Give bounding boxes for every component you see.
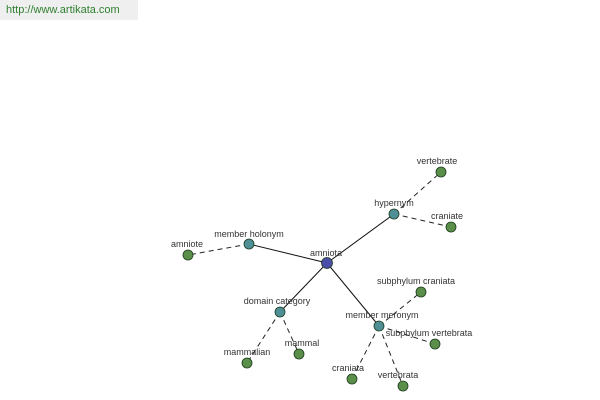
edge-amniota-to-member-holonym — [248, 243, 328, 264]
node-label-member-meronym[interactable]: member meronym — [345, 310, 418, 320]
site-url-text[interactable]: http://www.artikata.com — [6, 4, 120, 16]
edge-amniota-to-domain-category — [279, 262, 328, 313]
node-label-mammalian[interactable]: mammalian — [224, 347, 271, 357]
node-label-domain-category[interactable]: domain category — [244, 296, 311, 306]
node-subphylum-vertebrata[interactable] — [429, 338, 441, 350]
node-label-amniote[interactable]: amniote — [171, 239, 203, 249]
node-label-amniota[interactable]: amniota — [310, 248, 342, 258]
node-label-vertebrate[interactable]: vertebrate — [417, 156, 458, 166]
node-label-member-holonym[interactable]: member holonym — [214, 229, 284, 239]
node-hypernym[interactable] — [388, 208, 400, 220]
edge-domain-category-to-mammal — [279, 311, 300, 355]
node-label-vertebrata[interactable]: vertebrata — [378, 370, 419, 380]
node-mammalian[interactable] — [241, 357, 253, 369]
node-label-subphylum-vertebrata[interactable]: subphylum vertebrata — [386, 328, 473, 338]
node-member-meronym[interactable] — [373, 320, 385, 332]
edge-member-meronym-to-craniata — [351, 325, 380, 380]
node-label-hypernym[interactable]: hypernym — [374, 198, 414, 208]
nodes-layer — [182, 166, 457, 392]
node-craniate[interactable] — [445, 221, 457, 233]
edge-hypernym-to-vertebrate — [393, 171, 442, 215]
node-vertebrate[interactable] — [435, 166, 447, 178]
node-label-craniate[interactable]: craniate — [431, 211, 463, 221]
node-label-subphylum-craniata[interactable]: subphylum craniata — [377, 276, 455, 286]
edge-domain-category-to-mammalian — [246, 311, 281, 364]
site-url-banner[interactable]: http://www.artikata.com — [0, 0, 138, 20]
node-domain-category[interactable] — [274, 306, 286, 318]
edge-hypernym-to-craniate — [393, 213, 452, 228]
edge-member-meronym-to-subphylum-vertebrata — [378, 325, 436, 345]
node-craniata[interactable] — [346, 373, 358, 385]
node-label-mammal[interactable]: mammal — [285, 338, 320, 348]
labels-layer: amniota member holonym hypernym domain cate… — [171, 156, 472, 380]
edge-amniota-to-hypernym — [326, 213, 395, 264]
node-amniota[interactable] — [321, 257, 333, 269]
edge-amniota-to-member-meronym — [326, 262, 380, 327]
node-amniote[interactable] — [182, 249, 194, 261]
edge-member-meronym-to-vertebrata — [378, 325, 404, 387]
node-vertebrata[interactable] — [397, 380, 409, 392]
node-mammal[interactable] — [293, 348, 305, 360]
node-label-craniata[interactable]: craniata — [332, 363, 364, 373]
edge-member-meronym-to-subphylum-craniata — [378, 291, 422, 327]
edges-layer — [187, 171, 452, 387]
edge-member-holonym-to-amniote — [187, 243, 250, 256]
node-subphylum-craniata[interactable] — [415, 286, 427, 298]
node-member-holonym[interactable] — [243, 238, 255, 250]
